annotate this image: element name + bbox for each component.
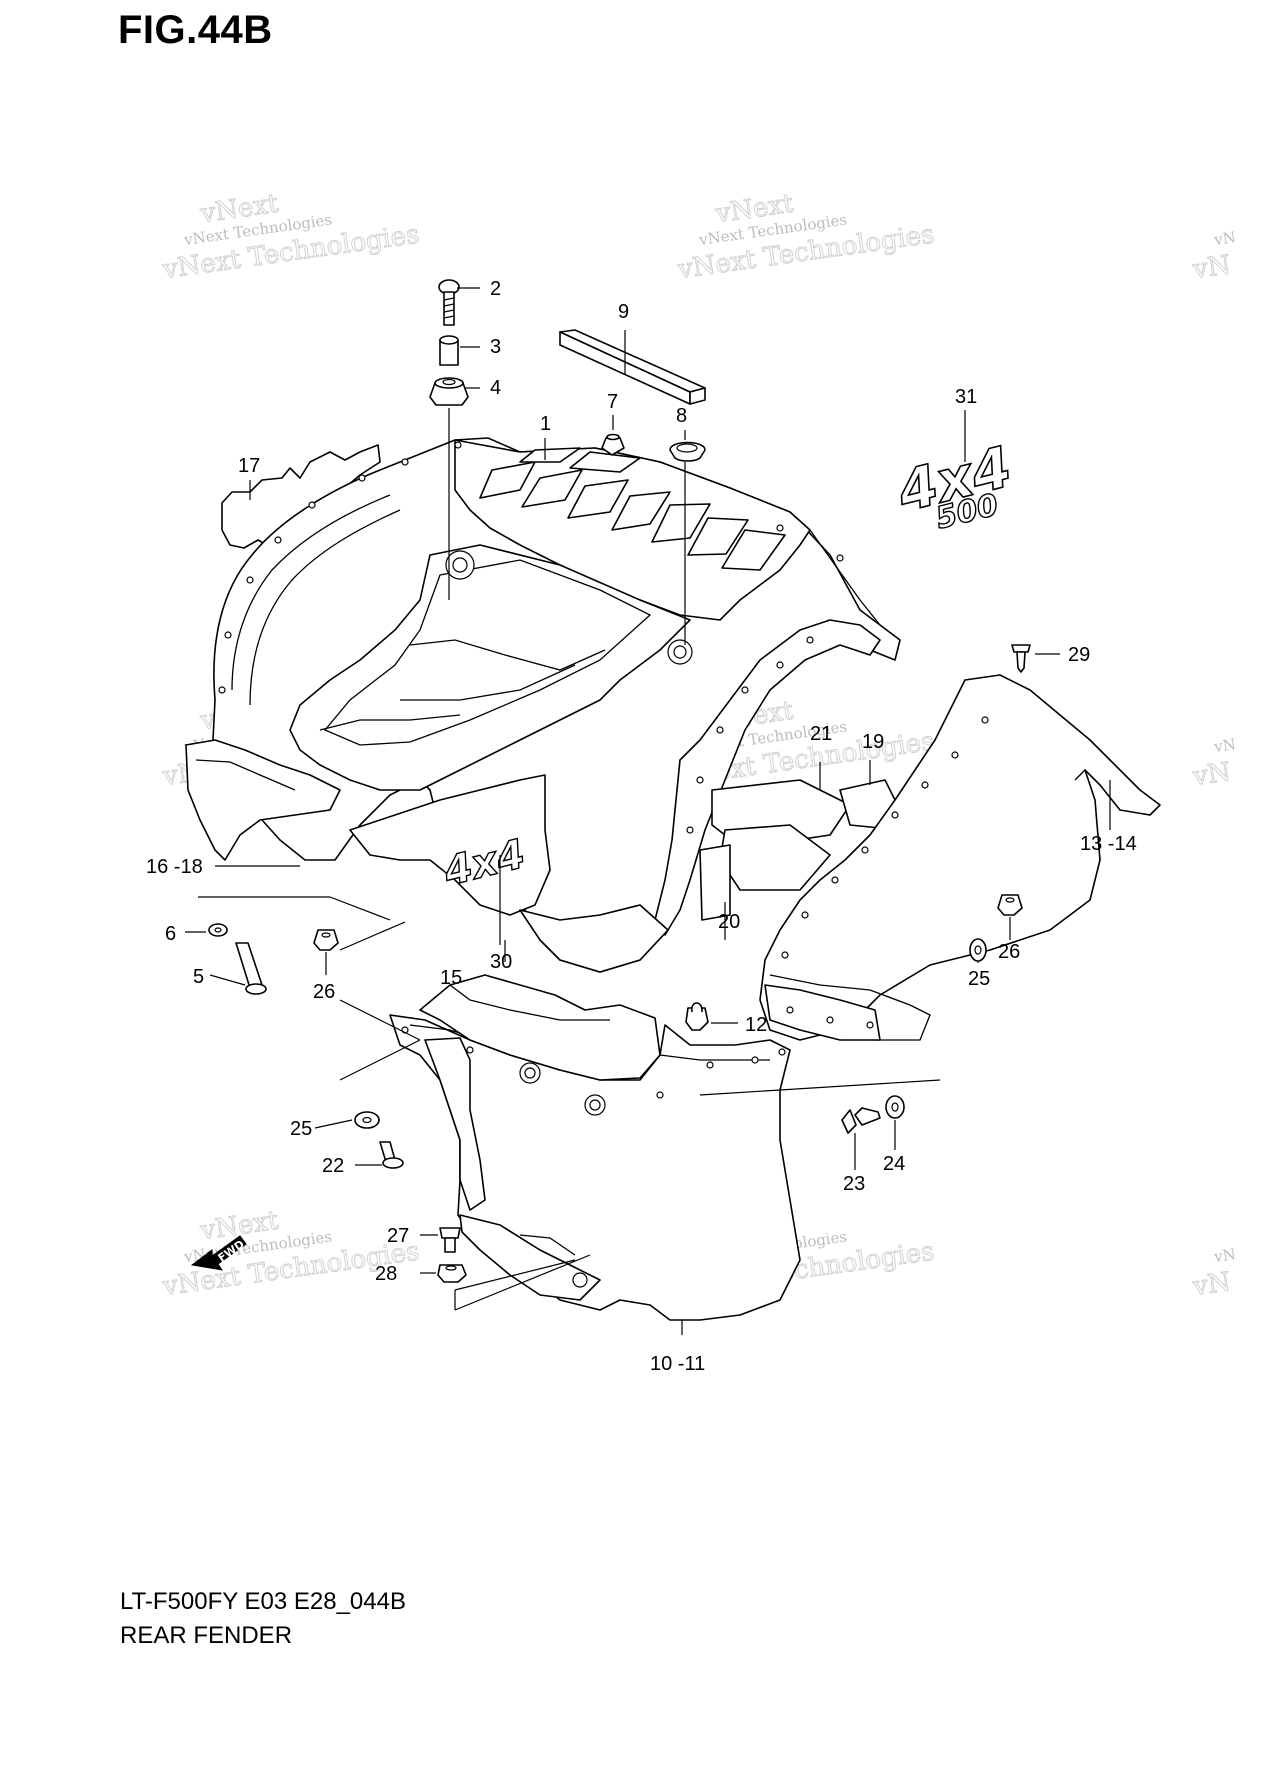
part-15-deflector — [419, 974, 661, 1081]
part-17-left-flap — [221, 444, 381, 549]
callout-20: 20 — [718, 911, 740, 933]
callout-25-left: 25 — [290, 1118, 312, 1140]
callout-30: 30 — [490, 951, 512, 973]
callout-8: 8 — [676, 405, 687, 427]
hardware-nut-grommet-top — [601, 433, 706, 645]
callout-17: 17 — [238, 455, 260, 477]
part-31-decal: 4x4 500 — [890, 410, 1019, 537]
callout-4: 4 — [490, 377, 501, 399]
callout-29: 29 — [1068, 644, 1090, 666]
part-19-21-20-plates — [699, 779, 896, 921]
callout-21: 21 — [810, 723, 832, 745]
part-29-rivet — [1011, 644, 1031, 673]
callout-23: 23 — [843, 1173, 865, 1195]
part-10-11-lower-fender — [389, 1014, 801, 1321]
callout-27: 27 — [387, 1225, 409, 1247]
callout-24: 24 — [883, 1153, 905, 1175]
watermark-text: vN — [1212, 1245, 1237, 1266]
hardware-lower-left — [339, 999, 591, 1311]
hardware-left-lower — [198, 896, 406, 995]
section-name: REAR FENDER — [120, 1622, 293, 1649]
callout-2: 2 — [490, 278, 501, 300]
watermark-text: vN — [1190, 757, 1232, 792]
figure-title: FIG.44B — [118, 8, 273, 52]
callout-28: 28 — [375, 1263, 397, 1285]
hardware-bolt-collar-grommet — [429, 279, 469, 600]
callout-7: 7 — [607, 391, 618, 413]
callout-13-14: 13 -14 — [1080, 833, 1137, 855]
callout-labels: 1 2 3 4 5 6 7 8 9 10 -11 12 13 -14 15 16… — [146, 278, 1137, 1375]
callout-6: 6 — [165, 923, 176, 945]
hardware-right-side — [969, 894, 1023, 962]
part-9-foam-strip — [559, 329, 706, 405]
watermark-text: vN — [1190, 250, 1232, 285]
callout-25-right: 25 — [968, 968, 990, 990]
part-1-rear-fender: 4x4 — [211, 437, 901, 973]
leader-lines — [185, 287, 1111, 1335]
watermark-text: vN — [1212, 735, 1237, 756]
callout-26-right: 26 — [998, 941, 1020, 963]
callout-9: 9 — [618, 301, 629, 323]
hardware-lower-right — [699, 1079, 941, 1134]
callout-22: 22 — [322, 1155, 344, 1177]
callout-5: 5 — [193, 966, 204, 988]
part-12-clip — [685, 1002, 709, 1031]
callout-26-left: 26 — [313, 981, 335, 1003]
callout-15: 15 — [440, 967, 462, 989]
watermark-text: vN — [1212, 228, 1237, 249]
callout-16-18: 16 -18 — [146, 856, 203, 878]
callout-31: 31 — [955, 386, 977, 408]
callout-12: 12 — [745, 1014, 767, 1036]
watermark-text: vN — [1190, 1267, 1232, 1302]
callout-10-11: 10 -11 — [650, 1353, 705, 1375]
part-16-18-inner-flap — [185, 739, 341, 861]
part-13-14-right-fender — [759, 674, 1161, 1041]
model-code: LT-F500FY E03 E28_044B — [120, 1588, 406, 1615]
callout-3: 3 — [490, 336, 501, 358]
callout-19: 19 — [862, 731, 884, 753]
callout-1: 1 — [540, 413, 551, 435]
